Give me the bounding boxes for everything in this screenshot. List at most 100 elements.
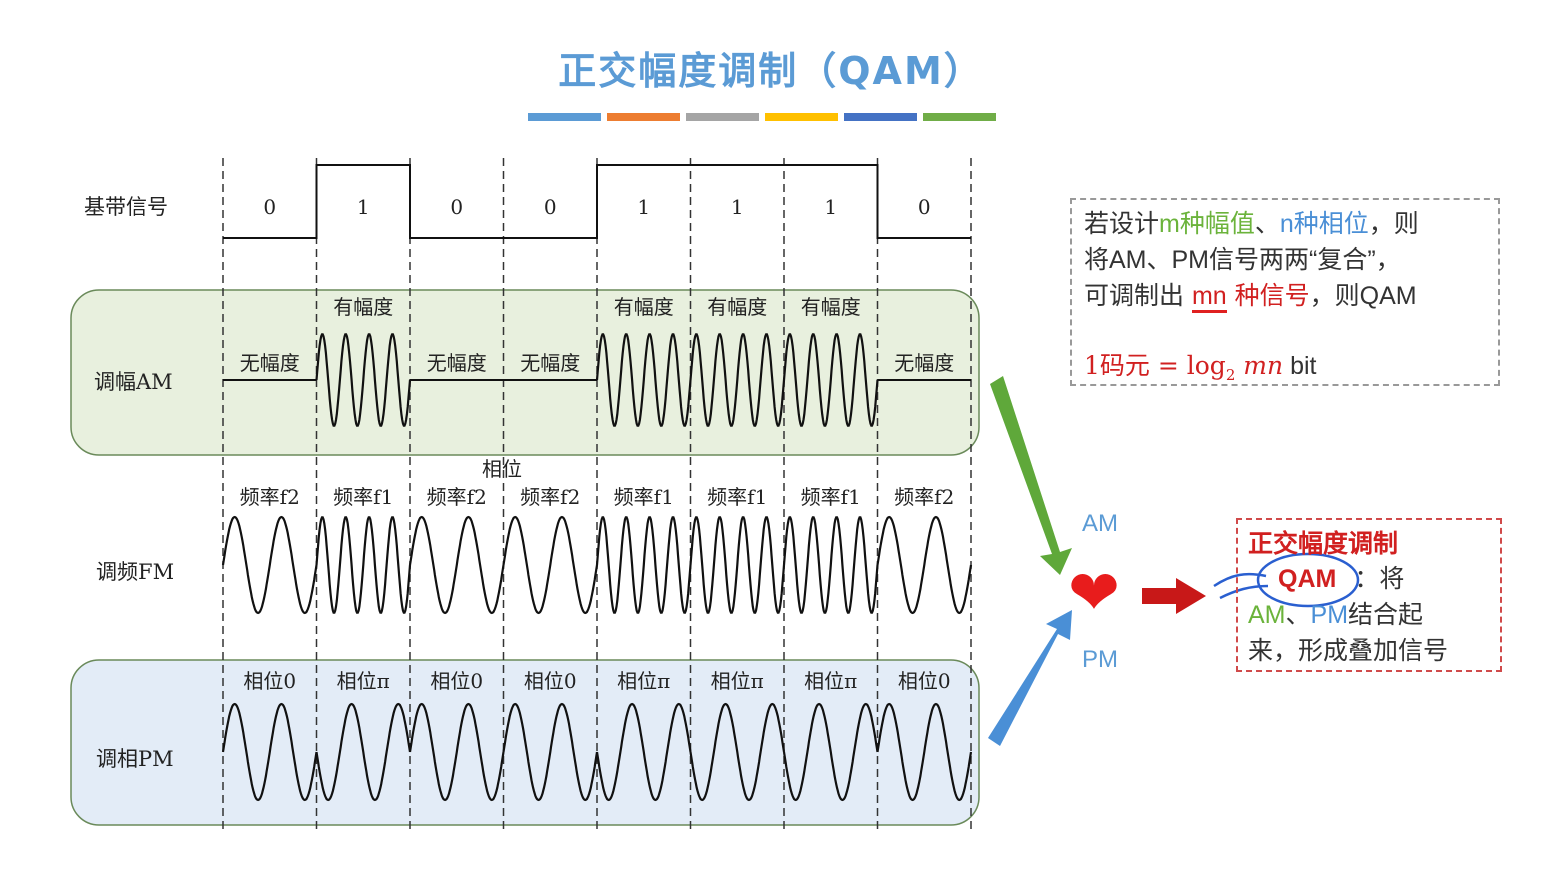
info-text: ，则 <box>1368 209 1419 238</box>
qam-text: 结合起 <box>1348 600 1424 629</box>
fm-segment <box>221 515 318 615</box>
fm-label: 频率f2 <box>520 485 580 509</box>
bit-value: 0 <box>450 195 463 219</box>
pm-label: 相位π <box>711 669 764 693</box>
pm-segment <box>689 702 786 802</box>
info-text: 、 <box>1254 209 1280 238</box>
pm-segment <box>782 702 879 802</box>
color-bar <box>686 113 759 121</box>
qam-acronym: QAM <box>1278 565 1337 593</box>
green-arrow <box>990 376 1072 575</box>
pm-label: 相位π <box>617 669 670 693</box>
am-label: 有幅度 <box>614 295 674 319</box>
label-pm: 调相PM <box>96 747 174 771</box>
color-bars <box>528 113 996 121</box>
qam-pm: PM <box>1310 601 1349 629</box>
fm-label: 频率f1 <box>707 485 767 509</box>
bit-value: 0 <box>263 195 276 219</box>
color-bar <box>844 113 917 121</box>
pm-label: 相位π <box>804 669 857 693</box>
fm-segment <box>876 515 973 615</box>
fm-segment <box>689 516 786 614</box>
pm-segment <box>315 702 412 802</box>
pm-segment <box>876 702 973 802</box>
pm-header: 相位 <box>482 457 522 481</box>
pm-label: 相位0 <box>898 669 951 693</box>
n-phases: n种相位 <box>1279 210 1369 238</box>
qam-am: AM <box>1248 601 1286 629</box>
qam-title: 正交幅度调制 <box>1248 529 1399 558</box>
baseband-wave <box>223 164 971 239</box>
fm-label: 频率f2 <box>894 485 954 509</box>
am-label: 无幅度 <box>240 351 300 375</box>
qam-line-2: QAM ：将 <box>1248 561 1490 597</box>
bit-value: 0 <box>544 195 557 219</box>
color-bar <box>528 113 601 121</box>
info-text: 若设计 <box>1084 209 1160 238</box>
am-signal <box>223 333 971 427</box>
pm-label: 相位0 <box>524 669 577 693</box>
bit-value: 1 <box>824 195 837 219</box>
pm-label: 相位0 <box>430 669 483 693</box>
pm-side-label: PM <box>1082 646 1118 673</box>
pm-signal <box>221 702 973 802</box>
fm-label: 频率f2 <box>427 485 487 509</box>
am-label: 无幅度 <box>520 351 580 375</box>
pm-segment <box>595 702 692 802</box>
fm-label: 频率f1 <box>614 485 674 509</box>
am-burst <box>315 333 412 427</box>
fm-segment <box>782 516 879 614</box>
label-am: 调幅AM <box>94 370 173 394</box>
formula-unit: bit <box>1283 352 1317 380</box>
am-label: 无幅度 <box>894 351 954 375</box>
formula: 1码元 = log2 mn bit <box>1084 348 1486 393</box>
fm-label: 频率f2 <box>240 485 300 509</box>
color-bar <box>607 113 680 121</box>
formula-mn: mn <box>1235 351 1284 380</box>
pm-label: 相位0 <box>243 669 296 693</box>
fm-segment <box>595 516 692 614</box>
red-arrow <box>1142 578 1206 614</box>
bit-value: 1 <box>357 195 370 219</box>
mn-value: mn <box>1191 282 1227 313</box>
fm-signal <box>221 515 973 615</box>
blue-arrow <box>988 610 1072 746</box>
bit-value: 1 <box>637 195 650 219</box>
info-text: 可调制出 <box>1084 281 1185 310</box>
fm-segment <box>408 515 505 615</box>
heart-icon: ❤ <box>1068 556 1120 629</box>
qam-line-3: AM、PM结合起 <box>1248 597 1490 633</box>
info-line-1: 若设计m种幅值、n种相位，则 <box>1084 206 1486 242</box>
qam-text: 、 <box>1285 600 1311 629</box>
bit-value: 0 <box>918 195 931 219</box>
am-burst <box>689 333 786 427</box>
info-line-2: 将AM、PM信号两两“复合”， <box>1084 246 1401 274</box>
info-box: 若设计m种幅值、n种相位，则 将AM、PM信号两两“复合”， 可调制出 mn 种… <box>1070 198 1500 386</box>
label-baseband: 基带信号 <box>84 195 168 219</box>
fm-segment <box>315 516 412 614</box>
pm-label: 相位π <box>337 669 390 693</box>
page-title: 正交幅度调制（QAM） <box>558 49 984 93</box>
formula-lhs: 1码元 = log <box>1084 351 1226 380</box>
info-text: ，则QAM <box>1309 282 1417 310</box>
am-label: 有幅度 <box>801 295 861 319</box>
am-label: 有幅度 <box>707 295 767 319</box>
info-line-3: 可调制出 mn 种信号，则QAM <box>1084 278 1486 314</box>
am-label: 有幅度 <box>333 295 393 319</box>
color-bar <box>765 113 838 121</box>
fm-label: 频率f1 <box>333 485 393 509</box>
color-bar <box>923 113 996 121</box>
label-fm: 调频FM <box>96 560 174 584</box>
m-amplitudes: m种幅值 <box>1159 210 1255 238</box>
pm-segment <box>502 702 599 802</box>
bit-boundaries <box>222 158 972 832</box>
am-burst <box>595 333 692 427</box>
qam-text: ：将 <box>1354 564 1405 593</box>
annotation-scribble <box>1213 552 1360 608</box>
pm-segment <box>408 702 505 802</box>
signal-count: 种信号 <box>1234 281 1310 310</box>
fm-label: 频率f1 <box>801 485 861 509</box>
